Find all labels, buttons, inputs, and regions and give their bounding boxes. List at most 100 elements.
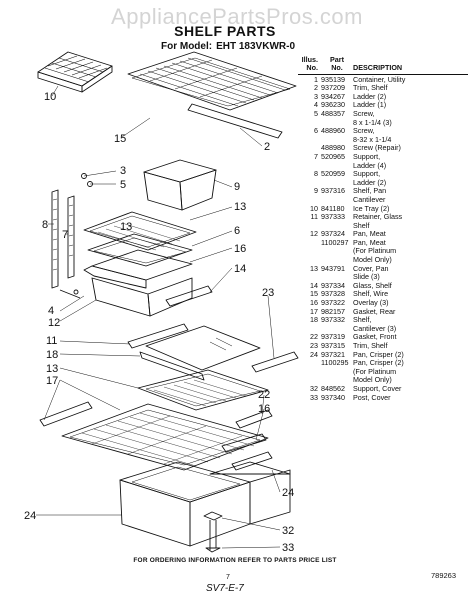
- part-description: Pan, Meat: [353, 229, 386, 239]
- reference-number: 789263: [431, 571, 457, 580]
- part-description: (For Platinum: [353, 246, 397, 256]
- part-number: 937209: [321, 83, 345, 93]
- callout-number: 4: [48, 305, 54, 317]
- part-description: Ladder (1): [353, 100, 387, 110]
- part-description: Ladder (2): [353, 91, 387, 101]
- callout-number: 15: [114, 133, 126, 145]
- overlay-drawing: [221, 433, 267, 453]
- part-description: Shelf,: [353, 315, 372, 325]
- callout-number: 3: [120, 165, 126, 177]
- ladder-drawing: [51, 173, 93, 299]
- callout-number: 7: [62, 229, 68, 241]
- part-number: 488980: [321, 143, 345, 153]
- watermark: AppliancePartsPros.com: [111, 4, 363, 29]
- part-number: 937315: [321, 341, 345, 350]
- callout-number: 24: [282, 487, 294, 499]
- part-number: 937322: [321, 298, 345, 308]
- part-number: 1100295: [321, 358, 349, 368]
- model-number: EHT 183VKWR-0: [216, 41, 295, 52]
- part-header: Part No.: [321, 55, 353, 73]
- part-description: Shelf, Wire: [353, 289, 389, 299]
- callout-number: 14: [234, 263, 246, 275]
- part-description: Retainer, Glass: [353, 212, 403, 222]
- leader-lines: [36, 85, 281, 549]
- part-description: Gasket, Front: [353, 332, 397, 342]
- cantilever-shelf-drawing: [137, 369, 269, 411]
- part-number: 935139: [321, 74, 345, 84]
- illus-number: 1: [314, 74, 318, 84]
- illus-number: 22: [310, 332, 318, 342]
- table-row: Ladder (4): [298, 160, 468, 171]
- part-description: Trim, Shelf: [353, 83, 388, 93]
- illus-number: 7: [314, 151, 318, 161]
- part-number: 848562: [321, 383, 345, 393]
- illus-number: 9: [314, 186, 318, 196]
- lower-shelf-drawing: [61, 403, 269, 471]
- callout-number: 13: [120, 221, 132, 233]
- model-line: For Model:EHT 183VKWR-0: [150, 41, 310, 52]
- part-number: 937334: [321, 280, 345, 290]
- handwritten-note: SV7-E-7: [206, 583, 244, 594]
- table-row: 8-32 x 1-1/4: [298, 135, 468, 145]
- part-description: Ladder (4): [353, 160, 387, 170]
- part-number: 936230: [321, 100, 345, 110]
- table-row: 1100295 Pan, Crisper (2): [298, 359, 468, 368]
- part-description: Support,: [353, 169, 381, 179]
- part-number: 934267: [321, 91, 345, 101]
- retainer-drawing: [127, 323, 189, 349]
- illus-number: 15: [310, 289, 318, 299]
- table-row: Model Only): [298, 255, 468, 265]
- part-description: Container, Utility: [353, 74, 406, 84]
- part-description: Pan, Crisper (2): [353, 358, 404, 368]
- table-row: (For Platinum: [298, 247, 468, 256]
- illus-number: 13: [310, 263, 318, 273]
- part-number: 520965: [321, 151, 345, 161]
- table-row: Model Only): [298, 376, 468, 385]
- illus-header-line1: Illus.: [301, 55, 318, 64]
- part-description: 8 x 1-1/4 (3): [353, 117, 392, 127]
- callout-number: 33: [282, 542, 294, 554]
- callout-number: 2: [264, 141, 270, 153]
- illus-number: 4: [314, 100, 318, 110]
- illus-number: 12: [310, 229, 318, 239]
- part-description: Support, Cover: [353, 383, 402, 393]
- part-description: Screw,: [353, 126, 375, 136]
- part-description: Post, Cover: [353, 392, 391, 402]
- illus-number: 6: [314, 126, 318, 136]
- page-title: SHELF PARTS: [174, 23, 276, 39]
- parts-table-header: Illus. No. Part No. DESCRIPTION: [298, 55, 468, 73]
- part-number: 520959: [321, 169, 345, 179]
- callout-number: 23: [262, 287, 274, 299]
- desc-header-label: DESCRIPTION: [353, 63, 403, 72]
- callout-number: 12: [48, 317, 60, 329]
- part-description: Model Only): [353, 255, 392, 265]
- illus-number: 16: [310, 298, 318, 308]
- table-row: Cantilever (3): [298, 324, 468, 334]
- illus-number: 2: [314, 83, 318, 93]
- callout-number: 8: [42, 219, 48, 231]
- illus-number: 3: [314, 91, 318, 101]
- part-number: 937321: [321, 349, 345, 359]
- part-description: Shelf, Pan: [353, 186, 387, 196]
- part-description: Pan, Crisper (2): [353, 349, 404, 359]
- callout-number: 10: [44, 91, 56, 103]
- callout-number: 24: [24, 510, 36, 522]
- meat-pan-drawing: [91, 277, 193, 317]
